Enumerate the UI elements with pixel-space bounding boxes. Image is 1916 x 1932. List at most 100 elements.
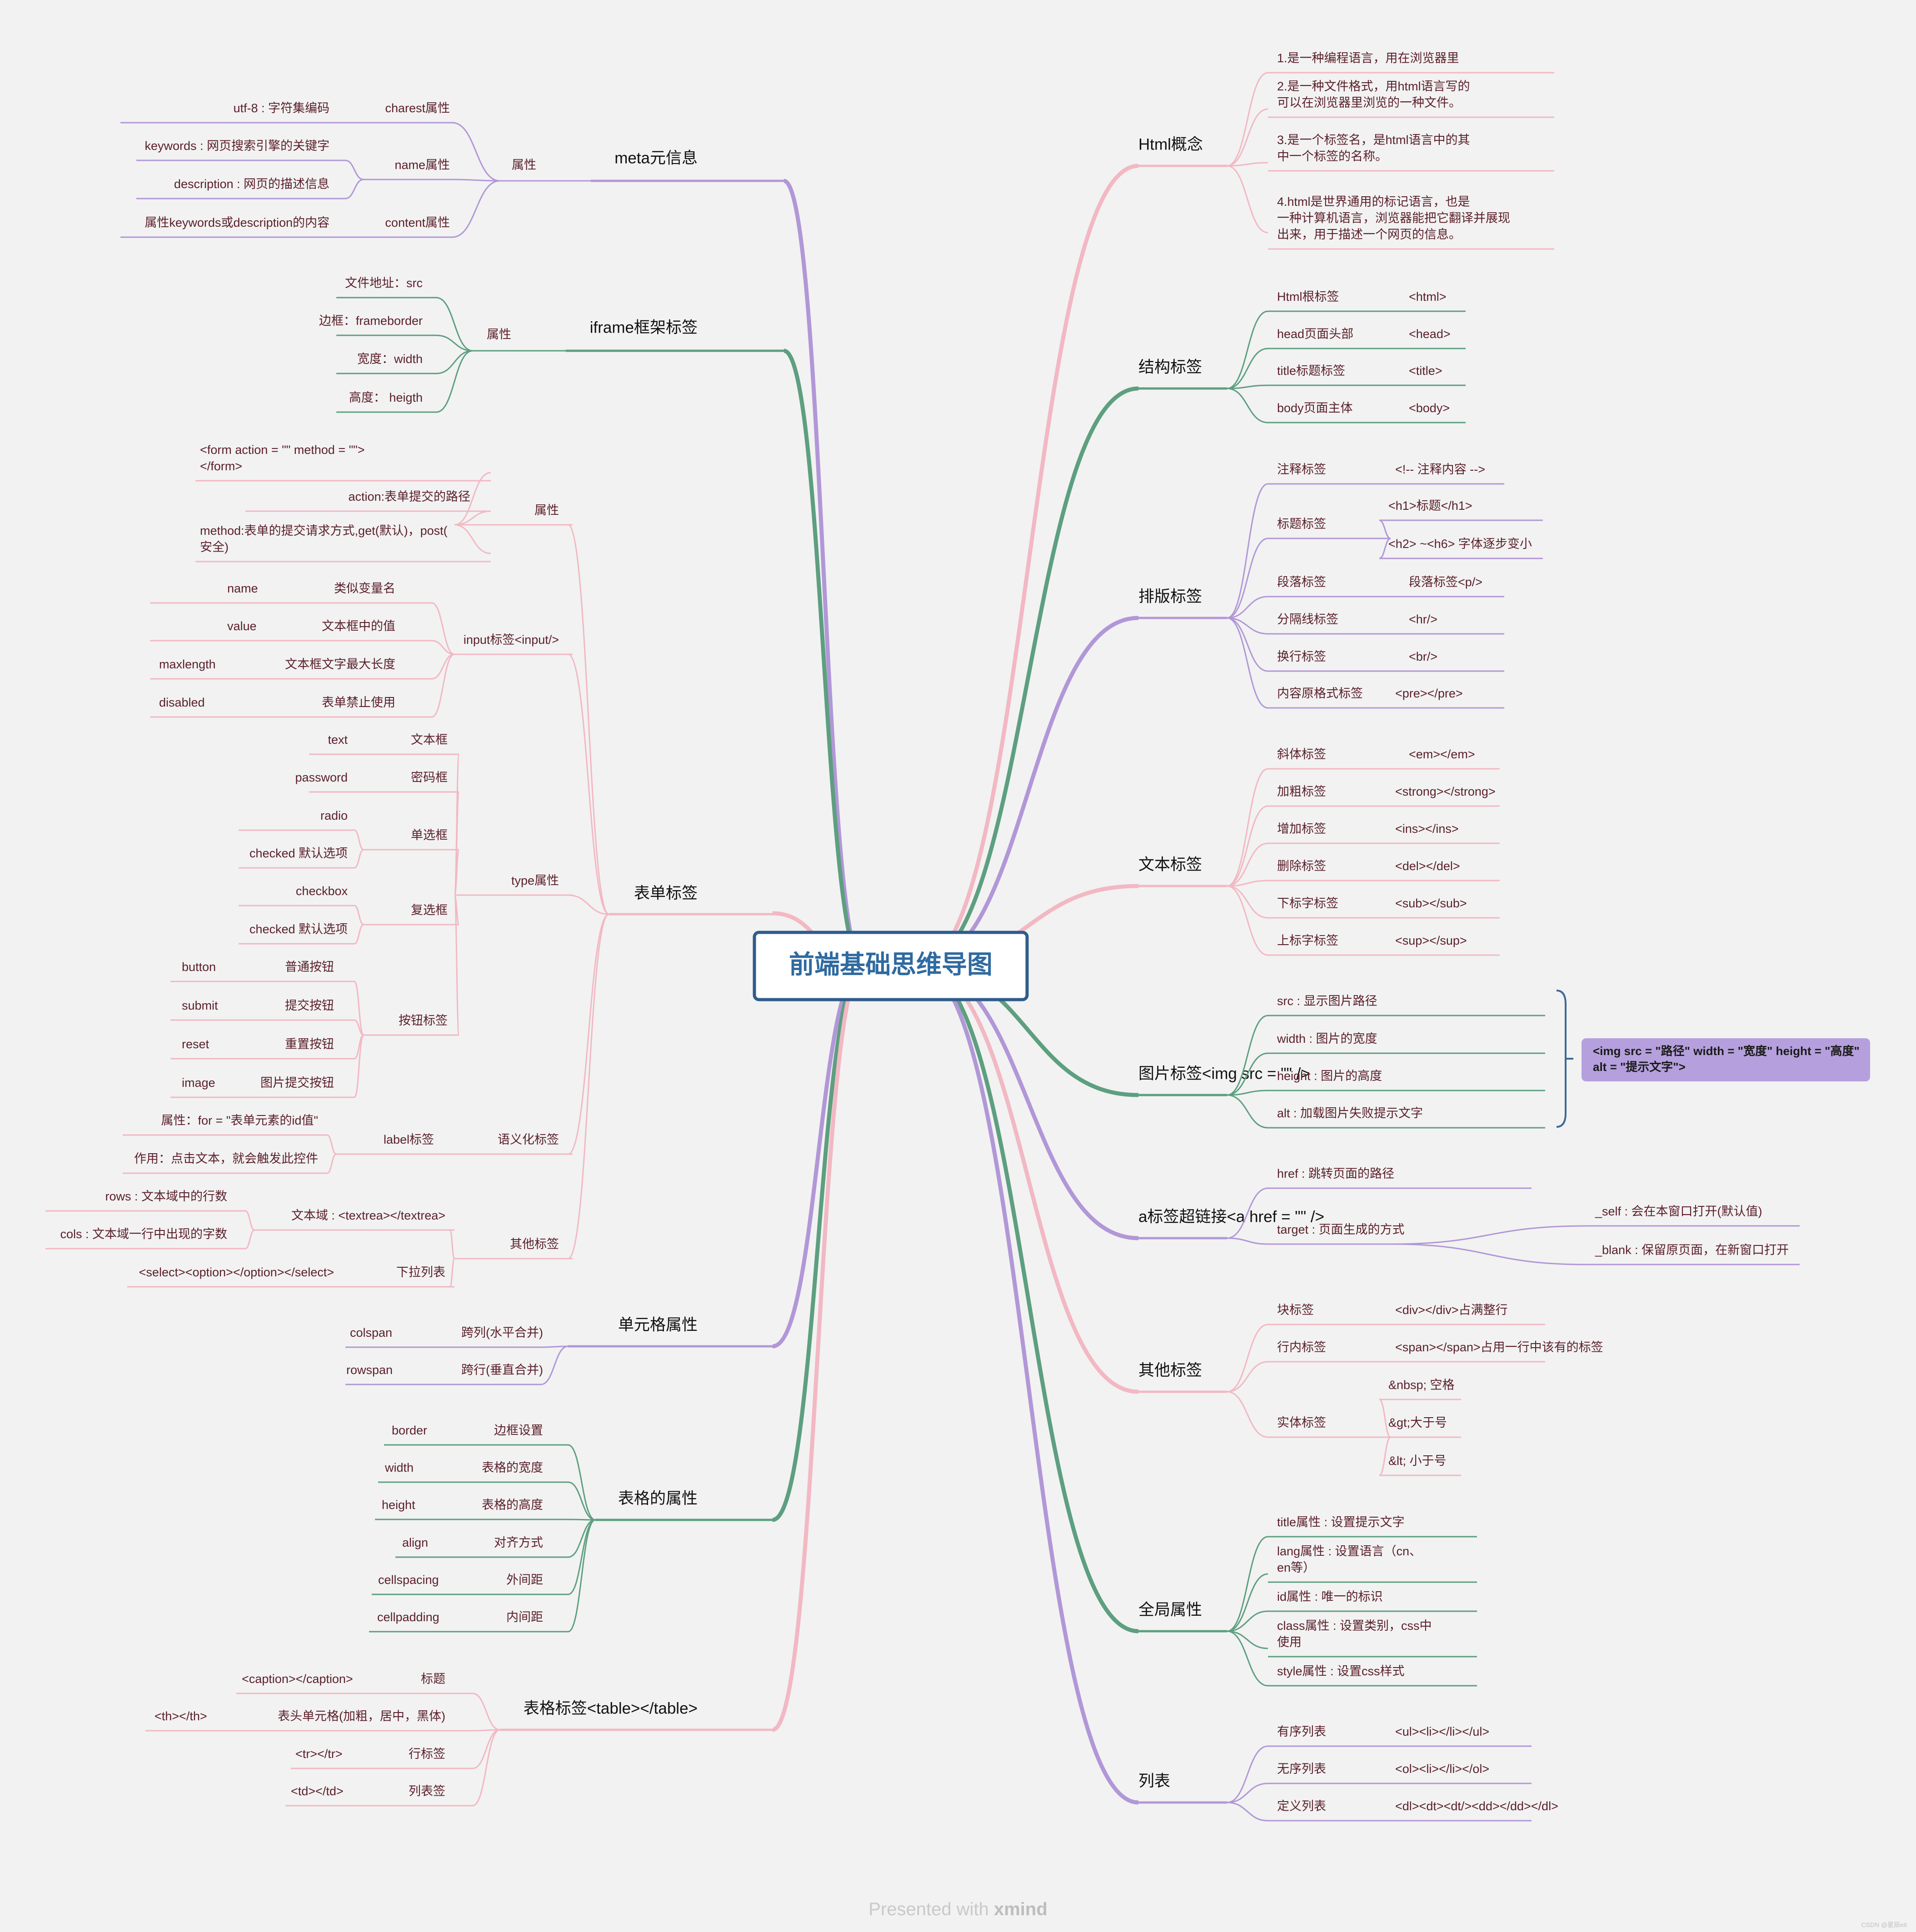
branch-单元格属性-leaf-connector: [540, 1345, 569, 1385]
node-href-跳转页面的路径[interactable]: href : 跳转页面的路径: [1277, 1167, 1394, 1180]
node-alt-加载图片失败提示文字[interactable]: alt : 加载图片失败提示文字: [1277, 1106, 1423, 1120]
node-段落标签[interactable]: 段落标签段落标签<p/>: [1277, 575, 1482, 589]
branch-结构标签[interactable]: 结构标签: [1138, 358, 1202, 376]
node-文件地址-src-text: 文件地址：src: [345, 276, 423, 290]
node-type属性-sub-connector: [454, 894, 460, 1036]
node-注释标签[interactable]: 注释标签<!-- 注释内容 -->: [1277, 463, 1485, 476]
node-定义列表[interactable]: 定义列表<dl><dt><dt/><dd></dd></dl>: [1277, 1799, 1558, 1813]
node-caption-caption[interactable]: 标题<caption></caption>: [242, 1672, 445, 1686]
node-内容原格式标签-tag: <pre></pre>: [1395, 687, 1463, 700]
node-文本框-text-tag: text: [328, 733, 348, 747]
branch-html概念-leaf-connector: [1227, 108, 1268, 167]
node-有序列表[interactable]: 有序列表<ul><li></li></ul>: [1277, 1725, 1489, 1738]
node-tr-tr[interactable]: 行标签<tr></tr>: [295, 1747, 445, 1761]
node-height-desc: 表格的高度: [482, 1498, 543, 1512]
branch-其他标签[interactable]: 其他标签: [1138, 1361, 1202, 1379]
node-加粗标签[interactable]: 加粗标签<strong></strong>: [1277, 785, 1496, 798]
branch-a标签超链接-a-href[interactable]: a标签超链接<a href = "" />: [1138, 1208, 1324, 1225]
node-html根标签-tag: <html>: [1409, 290, 1447, 304]
branch-图片标签-img-src[interactable]: 图片标签<img src = "" />: [1138, 1065, 1310, 1082]
node-td-td[interactable]: 列表签<td></td>: [291, 1784, 445, 1798]
node-分隔线标签[interactable]: 分隔线标签<hr/>: [1277, 612, 1437, 626]
node-cols-文本域一行中出现的字数-text: cols : 文本域一行中出现的字数: [60, 1227, 227, 1241]
branch-表格的属性-connector: [772, 963, 864, 1522]
footer: Presented with xmind: [0, 1899, 1916, 1920]
node-标题标签[interactable]: 标题标签: [1277, 517, 1326, 531]
node-style属性-设置css样式[interactable]: style属性 : 设置css样式: [1277, 1664, 1405, 1678]
node-height-图片的高度[interactable]: height : 图片的高度: [1277, 1069, 1382, 1083]
node-普通按钮-button-desc: 普通按钮: [285, 960, 334, 974]
node-style属性-设置css样式-text: style属性 : 设置css样式: [1277, 1664, 1405, 1678]
branch-表格标签-table-table-label: 表格标签<table></table>: [524, 1699, 698, 1717]
node-块标签[interactable]: 块标签<div></div>占满整行: [1277, 1303, 1508, 1317]
branch-iframe-label: iframe框架标签: [590, 319, 698, 336]
summary-note[interactable]: <img src = "路径" width = "宽度" height = "高…: [1582, 1038, 1870, 1081]
node-title属性-设置提示文字[interactable]: title属性 : 设置提示文字: [1277, 1515, 1405, 1529]
node-html根标签[interactable]: Html根标签<html>: [1277, 290, 1447, 304]
node-target-页面生成的方式-sub-connector: [1390, 1243, 1587, 1265]
node-iframe-connector: [436, 350, 473, 413]
node-th-th[interactable]: 表头单元格(加粗，居中，黑体)<th></th>: [155, 1709, 445, 1723]
node-id属性-唯一的标识[interactable]: id属性 : 唯一的标识: [1277, 1590, 1383, 1603]
node-4-html是世界通用的标记语言-也是一种计算机语言-浏览器能把它翻译并展现出来[interactable]: 4.html是世界通用的标记语言，也是一种计算机语言，浏览器能把它翻译并展现出来…: [1277, 195, 1510, 241]
branch-表格标签-table-table-leaf-connector: [472, 1729, 500, 1807]
node-body页面主体[interactable]: body页面主体<body>: [1277, 401, 1450, 415]
node-colspan[interactable]: 跨列(水平合并)colspan: [350, 1326, 543, 1339]
node-src-显示图片路径[interactable]: src : 显示图片路径: [1277, 994, 1377, 1008]
node-select-option-option-select-text: <select><option></option></select>: [139, 1265, 334, 1279]
node-换行标签[interactable]: 换行标签<br/>: [1277, 650, 1437, 663]
branch-列表[interactable]: 列表: [1138, 1772, 1170, 1790]
node-rowspan[interactable]: 跨行(垂直合并)rowspan: [346, 1363, 543, 1377]
node-上标字标签[interactable]: 上标字标签<sup></sup>: [1277, 934, 1467, 947]
node-下标字标签[interactable]: 下标字标签<sub></sub>: [1277, 896, 1467, 910]
node-其他标签-connector: [568, 913, 609, 1260]
node-1-是一种编程语言-用在浏览器里[interactable]: 1.是一种编程语言，用在浏览器里: [1277, 51, 1459, 65]
node-head页面头部[interactable]: head页面头部<head>: [1277, 327, 1451, 341]
node-form-action-method-form-text: <form action = "" method = "">: [200, 443, 365, 457]
branch-排版标签-leaf-connector: [1227, 483, 1268, 619]
branch-文本标签-leaf-connector: [1227, 885, 1268, 919]
node-width-图片的宽度[interactable]: width : 图片的宽度: [1277, 1032, 1377, 1046]
node-增加标签[interactable]: 增加标签<ins></ins>: [1277, 822, 1459, 836]
branch-a标签超链接-a-href-leaf-connector: [1227, 1187, 1268, 1239]
branch-html概念[interactable]: Html概念: [1138, 135, 1203, 153]
node-lang属性-设置语言-cn-en等[interactable]: lang属性 : 设置语言（cn、en等）: [1277, 1544, 1422, 1574]
node-实体标签[interactable]: 实体标签: [1277, 1416, 1326, 1429]
root-node[interactable]: 前端基础思维导图: [753, 931, 1029, 1001]
node-src-显示图片路径-text: src : 显示图片路径: [1277, 994, 1377, 1008]
node-注释标签-text: 注释标签: [1277, 463, 1326, 476]
branch-列表-leaf-connector: [1227, 1802, 1268, 1822]
node-title标题标签[interactable]: title标题标签<title>: [1277, 364, 1442, 378]
node-斜体标签[interactable]: 斜体标签<em></em>: [1277, 747, 1475, 761]
branch-文本标签[interactable]: 文本标签: [1138, 856, 1202, 873]
node-行内标签[interactable]: 行内标签<span></span>占用一行中该有的标签: [1277, 1340, 1603, 1354]
node-删除标签[interactable]: 删除标签<del></del>: [1277, 859, 1460, 873]
node-target-页面生成的方式[interactable]: target : 页面生成的方式: [1277, 1223, 1405, 1236]
branch-表格的属性-leaf-connector: [568, 1519, 596, 1558]
node-blank-保留原页面-在新窗口打开-text: _blank : 保留原页面，在新窗口打开: [1595, 1243, 1789, 1257]
node-method-表单的提交请求方式-get-默认-post-安全-text: 安全): [200, 540, 229, 554]
node-增加标签-text: 增加标签: [1277, 822, 1326, 836]
node-无序列表[interactable]: 无序列表<ol><li></li></ol>: [1277, 1762, 1489, 1776]
branch-全局属性[interactable]: 全局属性: [1138, 1601, 1202, 1618]
node-内容原格式标签[interactable]: 内容原格式标签<pre></pre>: [1277, 687, 1463, 700]
node-input标签-input-sub-connector: [431, 653, 455, 680]
branch-排版标签[interactable]: 排版标签: [1138, 588, 1202, 605]
